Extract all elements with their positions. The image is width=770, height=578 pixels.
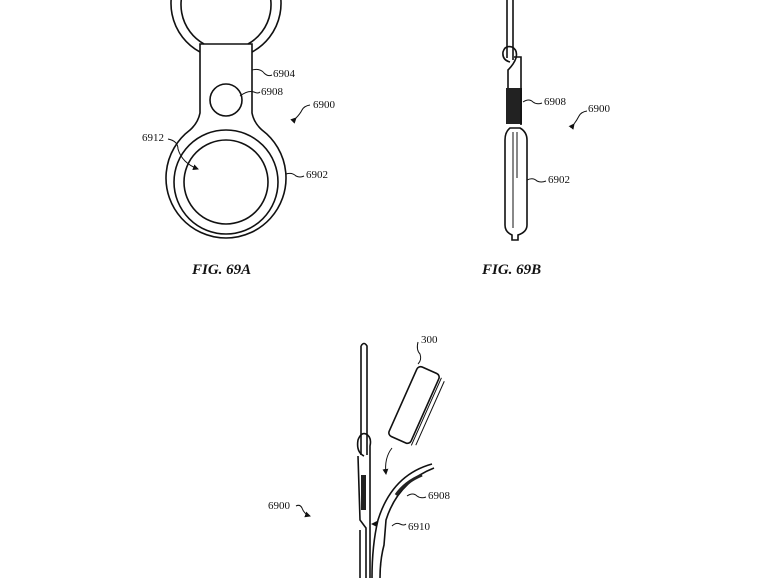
ring-mid (173, 129, 279, 235)
rivet-6908 (506, 88, 522, 124)
flap (371, 463, 433, 578)
figure-caption: FIG. 69A (191, 262, 251, 278)
label-6908: 6908 (428, 490, 451, 502)
label-6912: 6912 (142, 132, 164, 144)
label-6902: 6902 (306, 169, 328, 181)
label-6900: 6900 (588, 103, 611, 115)
label-6908: 6908 (261, 86, 284, 98)
module-300 (388, 365, 445, 446)
figure-69b: 6908 6900 6902 FIG. 69B (481, 0, 611, 278)
label-6904: 6904 (273, 68, 296, 80)
label-6902: 6902 (548, 174, 570, 186)
label-6900: 6900 (313, 99, 336, 111)
rivet-6908 (209, 83, 243, 117)
ring-inner (183, 139, 269, 225)
holder-body (504, 127, 528, 241)
figure-69a: 6904 6908 6900 6912 6902 FIG. 69A (142, 0, 336, 278)
label-6900: 6900 (268, 500, 291, 512)
figure-69c: 300 6908 6910 6900 (268, 334, 451, 578)
label-6910: 6910 (408, 521, 431, 533)
label-6908: 6908 (544, 96, 567, 108)
loop-tab (165, 43, 287, 239)
key-ring (170, 0, 282, 53)
label-300: 300 (421, 334, 438, 346)
figure-caption: FIG. 69B (481, 262, 541, 278)
